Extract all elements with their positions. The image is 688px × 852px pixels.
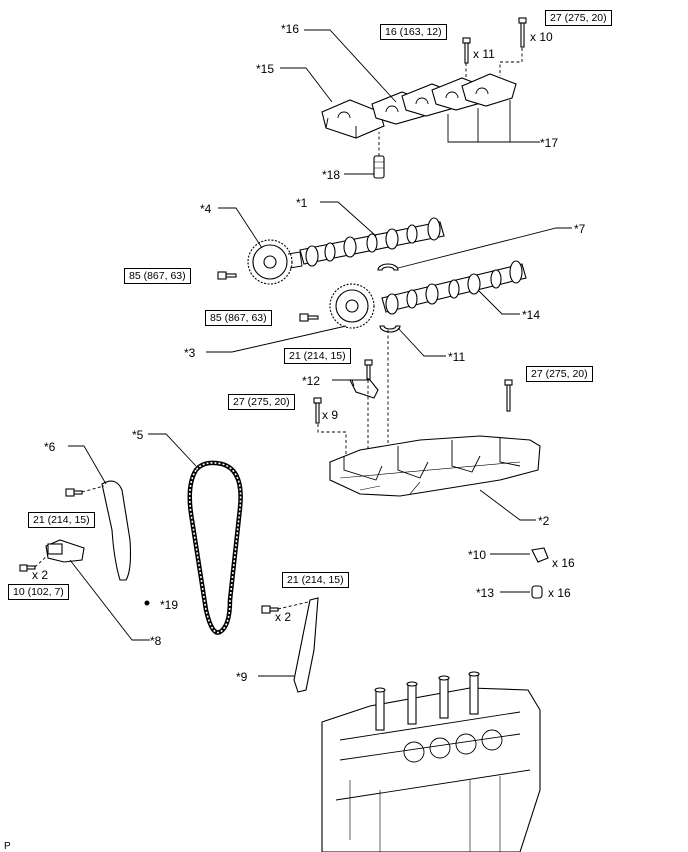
callout-5: *5 — [132, 428, 144, 442]
chain-guide-bolt — [65, 488, 83, 497]
callout-12: *12 — [302, 374, 321, 388]
torque-spec-bearing-cap-bolt-a: 16 (163, 12) — [380, 24, 447, 40]
torque-spec-damper-bolt: 21 (214, 15) — [282, 572, 349, 588]
bearing-cap-bolt-1 — [462, 37, 471, 64]
torque-spec-tensioner-bolt: 10 (102, 7) — [8, 584, 69, 600]
torque-spec-head-bolt-left: 27 (275, 20) — [228, 394, 295, 410]
callout-15: *15 — [256, 62, 275, 76]
qty-head-bolt: x 9 — [322, 408, 339, 422]
cylinder-block — [321, 671, 541, 852]
damper-bolt — [261, 605, 279, 614]
callout-3: *3 — [184, 346, 196, 360]
camshaft-timing-exhaust-gear — [329, 283, 375, 329]
qty-rocker-arm: x 16 — [548, 586, 571, 600]
callout-9: *9 — [236, 670, 248, 684]
qty-bearing-cap-bolt-b: x 10 — [530, 30, 553, 44]
leader-lines — [68, 29, 572, 677]
timing-gear-bolt-2 — [299, 313, 319, 322]
callout-6: *6 — [44, 440, 56, 454]
torque-spec-timing-gear-bolt: 85 (867, 63) — [124, 268, 191, 284]
chain-tensioner — [45, 539, 85, 563]
oil-control-valve-filter — [373, 155, 385, 179]
callout-7: *7 — [574, 222, 586, 236]
tensioner-bolt — [19, 564, 36, 572]
valve-lash-adjuster — [531, 547, 549, 563]
qty-lash-adjuster: x 16 — [552, 556, 575, 570]
cylinder-head-bolt-right — [504, 379, 513, 412]
timing-gear-bolt-1 — [217, 271, 237, 280]
bracket-bolt — [364, 359, 373, 380]
callout-4: *4 — [200, 202, 212, 216]
callout-10: *10 — [468, 548, 487, 562]
torque-spec-exhaust-gear-bolt: 85 (867, 63) — [205, 310, 272, 326]
qty-damper-bolt: x 2 — [275, 610, 292, 624]
camshaft-no2 — [381, 260, 527, 315]
bracket — [349, 379, 379, 399]
qty-tensioner-bolt: x 2 — [32, 568, 49, 582]
callout-13: *13 — [476, 586, 495, 600]
dot-marker — [144, 600, 150, 606]
callout-19: *19 — [160, 598, 179, 612]
callout-14: *14 — [522, 308, 541, 322]
bearing-cap-bolt-2 — [518, 17, 527, 48]
camshaft-housing — [329, 435, 541, 497]
cylinder-head-bolt-left — [313, 397, 322, 424]
camshaft-bearing-upper — [377, 263, 399, 271]
camshaft-bearing-cap-no1 — [321, 99, 385, 139]
camshaft-timing-gear-assembly — [247, 239, 303, 285]
torque-spec-chain-guide-bolt: 21 (214, 15) — [28, 512, 95, 528]
callout-17: *17 — [540, 136, 559, 150]
torque-spec-bracket-bolt: 21 (214, 15) — [284, 348, 351, 364]
chain-guide — [101, 480, 132, 581]
timing-chain — [187, 460, 243, 635]
callout-8: *8 — [150, 634, 162, 648]
callout-18: *18 — [322, 168, 341, 182]
callout-2: *2 — [538, 514, 550, 528]
qty-bearing-cap-bolt-a: x 11 — [473, 47, 495, 61]
torque-spec-head-bolt-right: 27 (275, 20) — [526, 366, 593, 382]
valve-rocker-arm — [531, 585, 543, 599]
callout-16: *16 — [281, 22, 300, 36]
torque-spec-bearing-cap-bolt-b: 27 (275, 20) — [545, 10, 612, 26]
camshaft-bearing-lower — [379, 325, 401, 333]
callout-11: *11 — [448, 350, 466, 364]
chain-damper — [293, 597, 319, 693]
callout-1: *1 — [296, 196, 308, 210]
camshaft — [299, 217, 445, 267]
figure-code: P — [4, 841, 11, 852]
camshaft-bearing-cap-no5 — [461, 73, 517, 107]
